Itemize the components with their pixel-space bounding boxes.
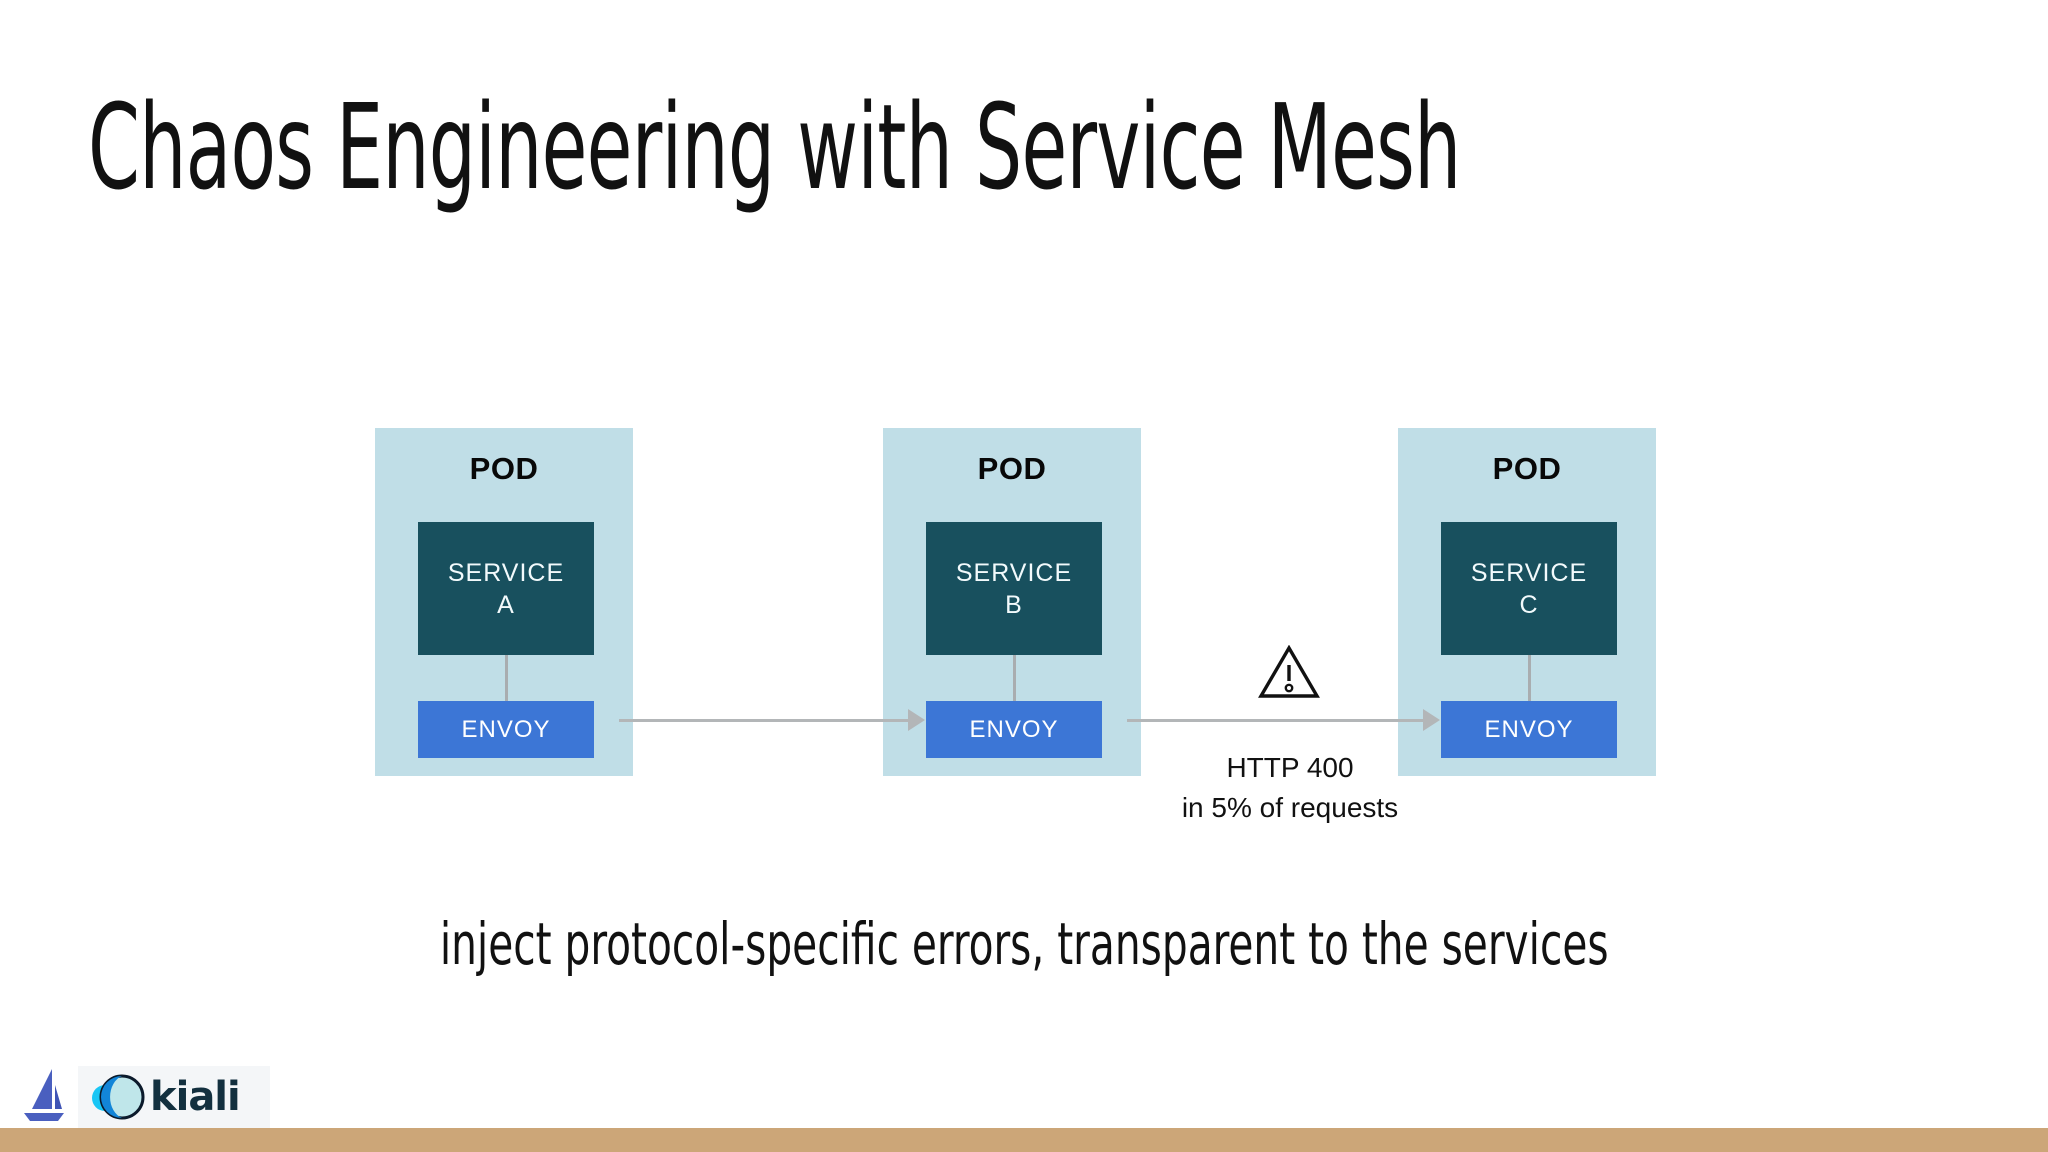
- service-a-box: SERVICE A: [418, 522, 594, 655]
- pod-b-internal-connector: [1013, 655, 1016, 701]
- service-a-letter: A: [497, 590, 515, 619]
- pod-c-internal-connector: [1528, 655, 1531, 701]
- link-a-to-b: [619, 719, 909, 722]
- kiali-logo: kiali: [78, 1066, 270, 1128]
- pod-c-label: POD: [1492, 451, 1562, 486]
- page-title: Chaos Engineering with Service Mesh: [88, 78, 1461, 216]
- service-a-name: SERVICE: [447, 558, 565, 587]
- pod-a-label: POD: [469, 451, 539, 486]
- service-c-letter: C: [1519, 590, 1539, 619]
- envoy-a-box: ENVOY: [418, 701, 594, 758]
- pod-a: POD SERVICE A ENVOY: [375, 428, 633, 776]
- pod-c: POD SERVICE C ENVOY: [1398, 428, 1656, 776]
- fault-status-code: HTTP 400: [1226, 752, 1354, 783]
- kiali-wordmark: kiali: [150, 1074, 241, 1120]
- link-b-to-c: [1127, 719, 1425, 722]
- arrowhead-a-to-b-icon: [908, 709, 925, 731]
- fault-percentage: in 5% of requests: [1181, 791, 1399, 823]
- pod-b: POD SERVICE B ENVOY: [883, 428, 1141, 776]
- kiali-mark-icon: [92, 1074, 145, 1120]
- slide-caption-text: inject protocol-specific errors, transpa…: [439, 910, 1609, 978]
- service-c-name: SERVICE: [1470, 558, 1588, 587]
- bottom-accent-bar: [0, 1128, 2048, 1152]
- envoy-b-box: ENVOY: [926, 701, 1102, 758]
- warning-triangle-icon: [1258, 645, 1320, 698]
- service-b-name: SERVICE: [955, 558, 1073, 587]
- fault-annotation: HTTP 400 in 5% of requests: [1100, 748, 1480, 828]
- pod-a-internal-connector: [505, 655, 508, 701]
- slide-caption: inject protocol-specific errors, transpa…: [0, 910, 2048, 978]
- service-b-box: SERVICE B: [926, 522, 1102, 655]
- pod-b-label: POD: [977, 451, 1047, 486]
- envoy-c-box: ENVOY: [1441, 701, 1617, 758]
- istio-sailboat-logo: [24, 1069, 64, 1121]
- arrowhead-b-to-c-icon: [1423, 709, 1440, 731]
- service-c-box: SERVICE C: [1441, 522, 1617, 655]
- service-b-letter: B: [1005, 590, 1023, 619]
